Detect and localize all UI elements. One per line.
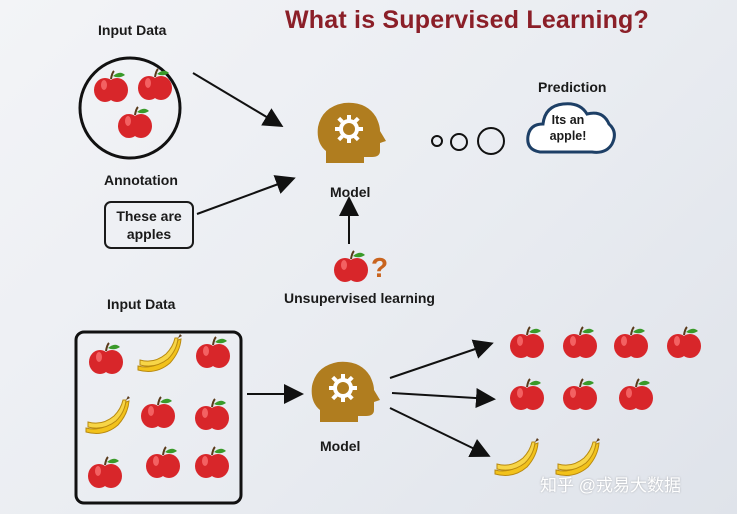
unsupervised-learning-label: Unsupervised learning — [284, 290, 435, 306]
input-data-box — [74, 330, 243, 505]
apple-icon — [87, 456, 123, 489]
arrow-icon — [192, 72, 284, 128]
prediction-cloud-text: Its an apple! — [536, 112, 600, 144]
banana-icon — [494, 437, 540, 476]
apple-icon — [509, 326, 545, 359]
apple-icon — [145, 446, 181, 479]
annotation-box: These are apples — [104, 201, 194, 249]
thought-bubble-icon — [431, 127, 505, 155]
apple-icon — [88, 342, 124, 375]
prediction-text-line2: apple! — [549, 129, 587, 143]
apple-icon — [117, 106, 153, 139]
apple-icon — [137, 68, 173, 101]
page-title: What is Supervised Learning? — [285, 6, 649, 34]
top-model-label: Model — [330, 184, 371, 200]
apple-icon — [194, 398, 230, 431]
bottom-model-label: Model — [320, 438, 361, 454]
annotation-text-line1: These are — [116, 208, 182, 224]
apple-icon — [562, 378, 598, 411]
top-input-data-label: Input Data — [98, 22, 167, 38]
prediction-label: Prediction — [538, 79, 607, 95]
banana-icon — [555, 437, 601, 476]
apple-icon — [194, 446, 230, 479]
apple-icon — [562, 326, 598, 359]
apple-icon — [333, 250, 369, 283]
arrow-icon — [389, 407, 491, 458]
apple-icon — [613, 326, 649, 359]
bottom-input-data-label: Input Data — [107, 296, 176, 312]
apple-icon — [666, 326, 702, 359]
apple-icon — [93, 70, 129, 103]
apple-icon — [509, 378, 545, 411]
question-mark-icon: ? — [371, 252, 389, 283]
apple-icon — [195, 336, 231, 369]
arrow-icon — [196, 175, 296, 215]
watermark: 知乎 @戎易大数据 — [540, 476, 681, 495]
banana-icon — [85, 395, 131, 434]
apple-icon — [140, 396, 176, 429]
prediction-text-line1: Its an — [551, 113, 585, 127]
input-data-circle — [78, 56, 182, 160]
banana-icon — [137, 333, 183, 372]
arrow-icon — [389, 339, 494, 379]
annotation-text-line2: apples — [126, 226, 172, 242]
arrow-icon — [391, 388, 496, 409]
annotation-label: Annotation — [104, 172, 178, 188]
brain-gear-icon — [317, 102, 386, 163]
apple-icon — [618, 378, 654, 411]
cloud-icon — [526, 102, 616, 154]
brain-gear-icon — [311, 361, 380, 422]
